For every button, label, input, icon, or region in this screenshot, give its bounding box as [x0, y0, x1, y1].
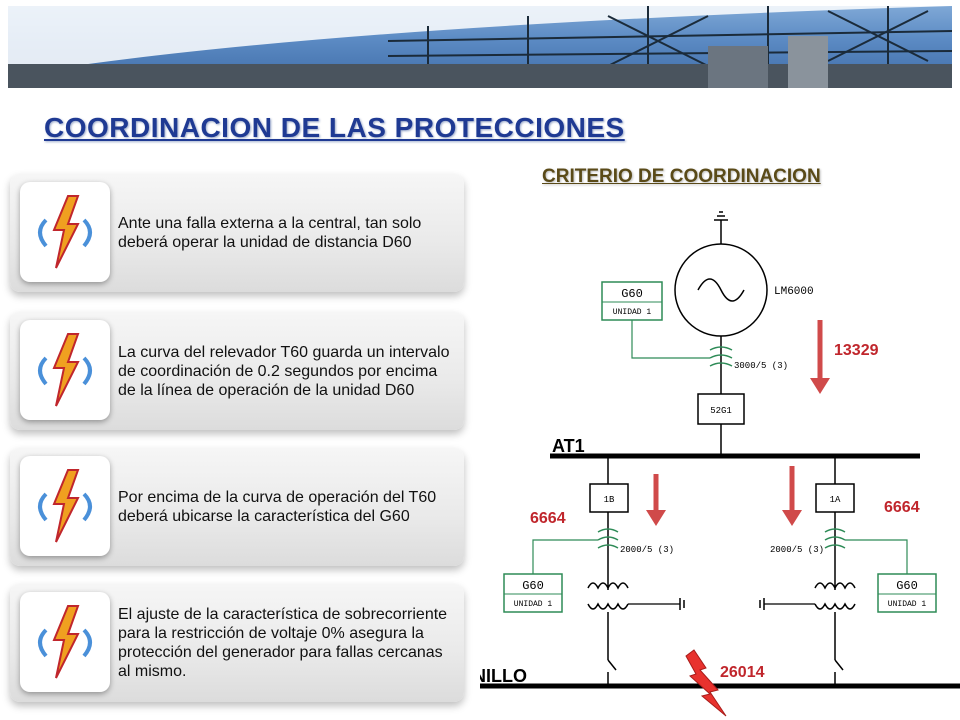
- transformer-left-secondary: [587, 602, 629, 610]
- bus-anillo-label: ANILLO: [480, 666, 527, 686]
- generator-label: LM6000: [774, 286, 814, 298]
- relay-left-unit: UNIDAD 1: [514, 600, 553, 609]
- breaker-main-label: 52G1: [710, 406, 732, 416]
- relay-g60-top: [601, 281, 663, 321]
- criterion-card-4: El ajuste de la característica de sobrec…: [10, 584, 464, 702]
- criterion-card-3: Por encima de la curva de operación del …: [10, 448, 464, 566]
- power-lines-graphic: [8, 6, 952, 88]
- relay-top-name: G60: [621, 287, 643, 301]
- relay-right-unit: UNIDAD 1: [888, 600, 927, 609]
- criterion-text: El ajuste de la característica de sobrec…: [118, 606, 448, 680]
- bus-at1-label: AT1: [552, 436, 585, 456]
- criterion-text: Ante una falla externa a la central, tan…: [118, 215, 422, 251]
- criterion-text: La curva del relevador T60 guarda un int…: [118, 343, 450, 399]
- current-value-right: 6664: [884, 499, 920, 516]
- ct-right-label: 2000/5 (3): [770, 545, 824, 555]
- fault-lightning-icon: [685, 649, 727, 717]
- current-transformer-right: [824, 528, 846, 549]
- arrow-down-icon: [646, 474, 666, 526]
- relay-g60-left: [503, 573, 563, 613]
- breaker-52g1: [697, 393, 745, 425]
- current-value-top: 13329: [834, 342, 879, 359]
- page-title: COORDINACION DE LAS PROTECCIONES: [44, 112, 625, 143]
- current-transformer-top: [709, 346, 733, 367]
- ct-left-label: 2000/5 (3): [620, 545, 674, 555]
- current-transformer-left: [597, 528, 619, 549]
- breaker-right-label: 1A: [830, 495, 841, 505]
- transformer-left-primary: [587, 582, 629, 590]
- lightning-icon: [20, 592, 110, 692]
- breaker-left-label: 1B: [604, 495, 615, 505]
- current-value-fault: 26014: [720, 664, 765, 681]
- transformer-right-primary: [814, 582, 856, 590]
- lightning-icon: [20, 456, 110, 556]
- ground-icon: [714, 211, 728, 236]
- current-value-left: 6664: [530, 510, 566, 527]
- criterion-text: Por encima de la curva de operación del …: [118, 489, 437, 525]
- relay-right-name: G60: [896, 579, 918, 593]
- breaker-1b: [589, 483, 629, 513]
- lightning-icon: [20, 182, 110, 282]
- header-banner: [8, 6, 952, 88]
- relay-top-unit: UNIDAD 1: [613, 308, 652, 317]
- breaker-1a: [815, 483, 855, 513]
- relay-g60-right: [877, 573, 937, 613]
- diagram-subtitle: CRITERIO DE COORDINACION: [542, 166, 821, 187]
- lightning-icon: [20, 320, 110, 420]
- criterion-card-2: La curva del relevador T60 guarda un int…: [10, 312, 464, 430]
- ct-top-label: 3000/5 (3): [734, 361, 788, 371]
- transformer-right-secondary: [814, 602, 856, 610]
- criterion-card-1: Ante una falla externa a la central, tan…: [10, 174, 464, 292]
- arrow-down-icon: [810, 320, 830, 394]
- relay-left-name: G60: [522, 579, 544, 593]
- single-line-diagram: LM6000 3000/5 (3) G60 UNIDAD 1 52G1 AT1 …: [480, 211, 960, 717]
- arrow-down-icon: [782, 466, 802, 526]
